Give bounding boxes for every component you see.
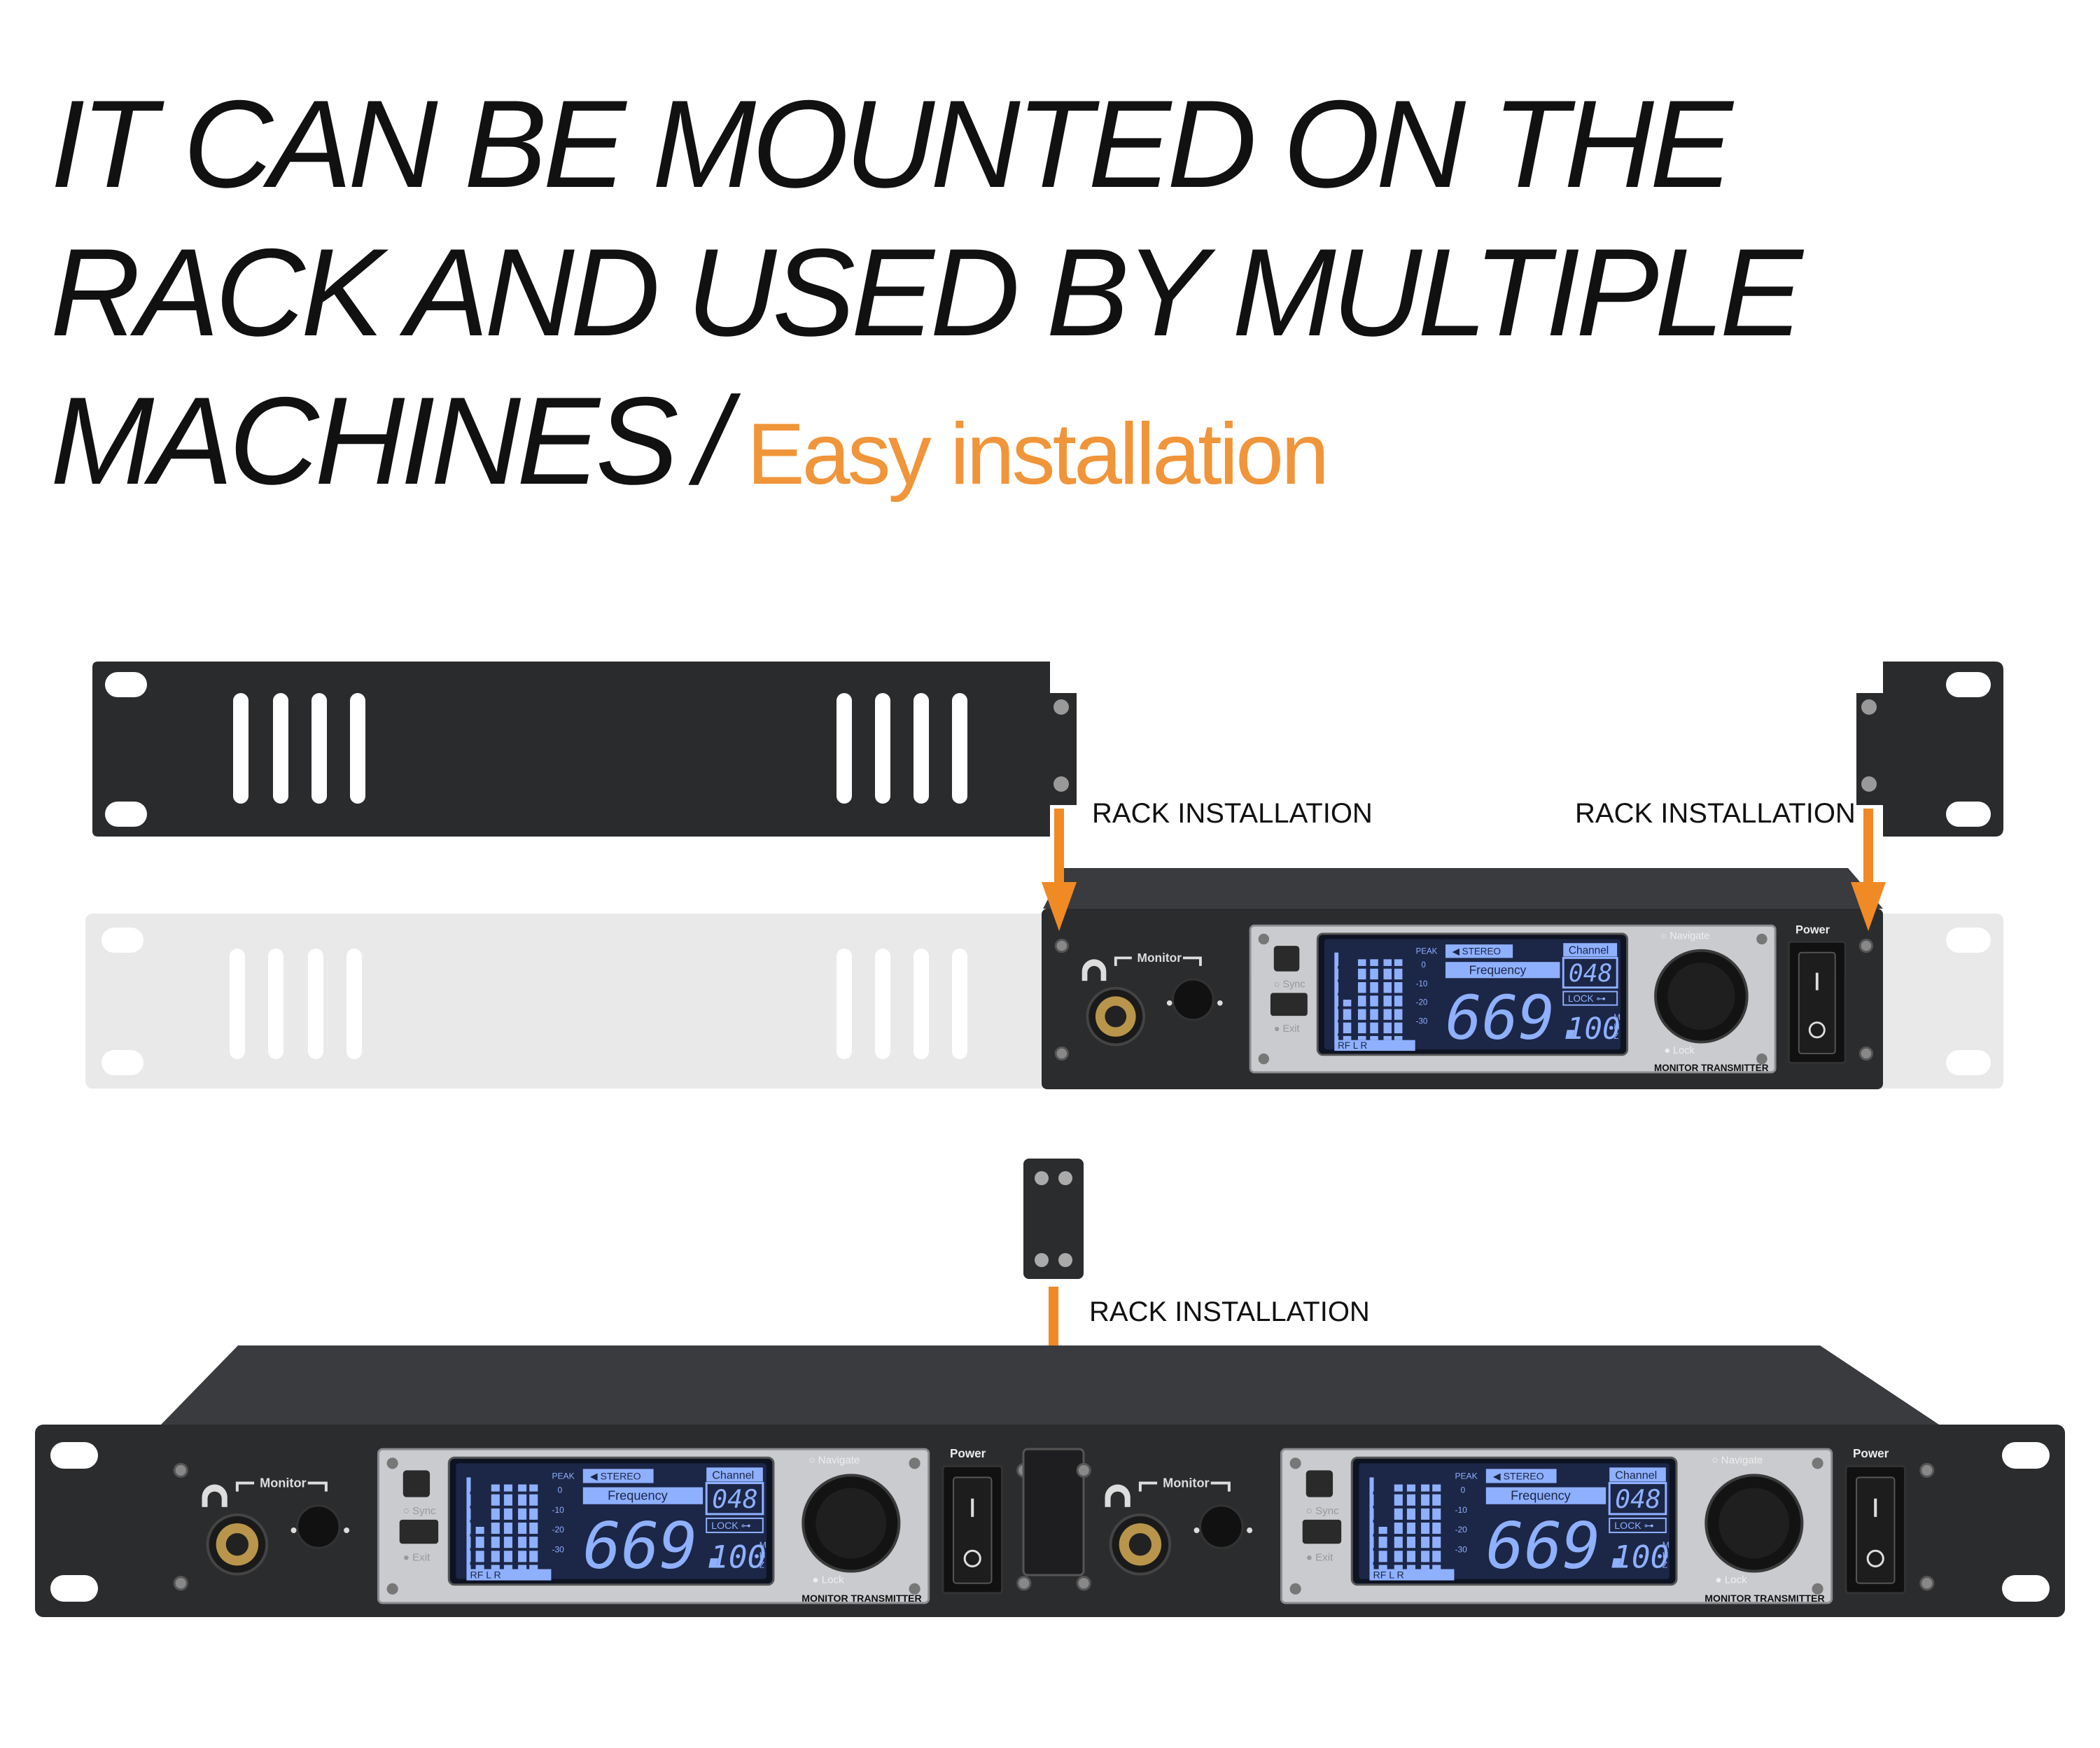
single-transmitter-unit (1042, 868, 1883, 1089)
headline-line-3: MACHINES/Easy installation (50, 367, 2010, 529)
headline-line-1: IT CAN BE MOUNTED ON THE (50, 74, 1733, 214)
headline-machines: MACHINES (50, 371, 679, 510)
rack-installation-label-center: RACK INSTALLATION (1089, 1296, 1370, 1327)
full-rack-assembly (35, 1345, 2065, 1617)
rack-ear-left (92, 662, 1077, 837)
headline-accent: Easy installation (747, 406, 1329, 503)
rack-installation-label-right: RACK INSTALLATION (1575, 798, 1856, 829)
headline-line-2: RACK AND USED BY MULTIPLE (50, 223, 1803, 362)
joiner-plate (1023, 1159, 1084, 1279)
headline-separator: / (695, 371, 731, 510)
arrow-right (1851, 809, 1886, 931)
headline: IT CAN BE MOUNTED ON THE RACK AND USED B… (50, 70, 2010, 529)
arrow-left (1042, 809, 1077, 931)
rack-ear-right (1856, 662, 2003, 837)
rack-installation-label-left: RACK INSTALLATION (1092, 798, 1373, 829)
